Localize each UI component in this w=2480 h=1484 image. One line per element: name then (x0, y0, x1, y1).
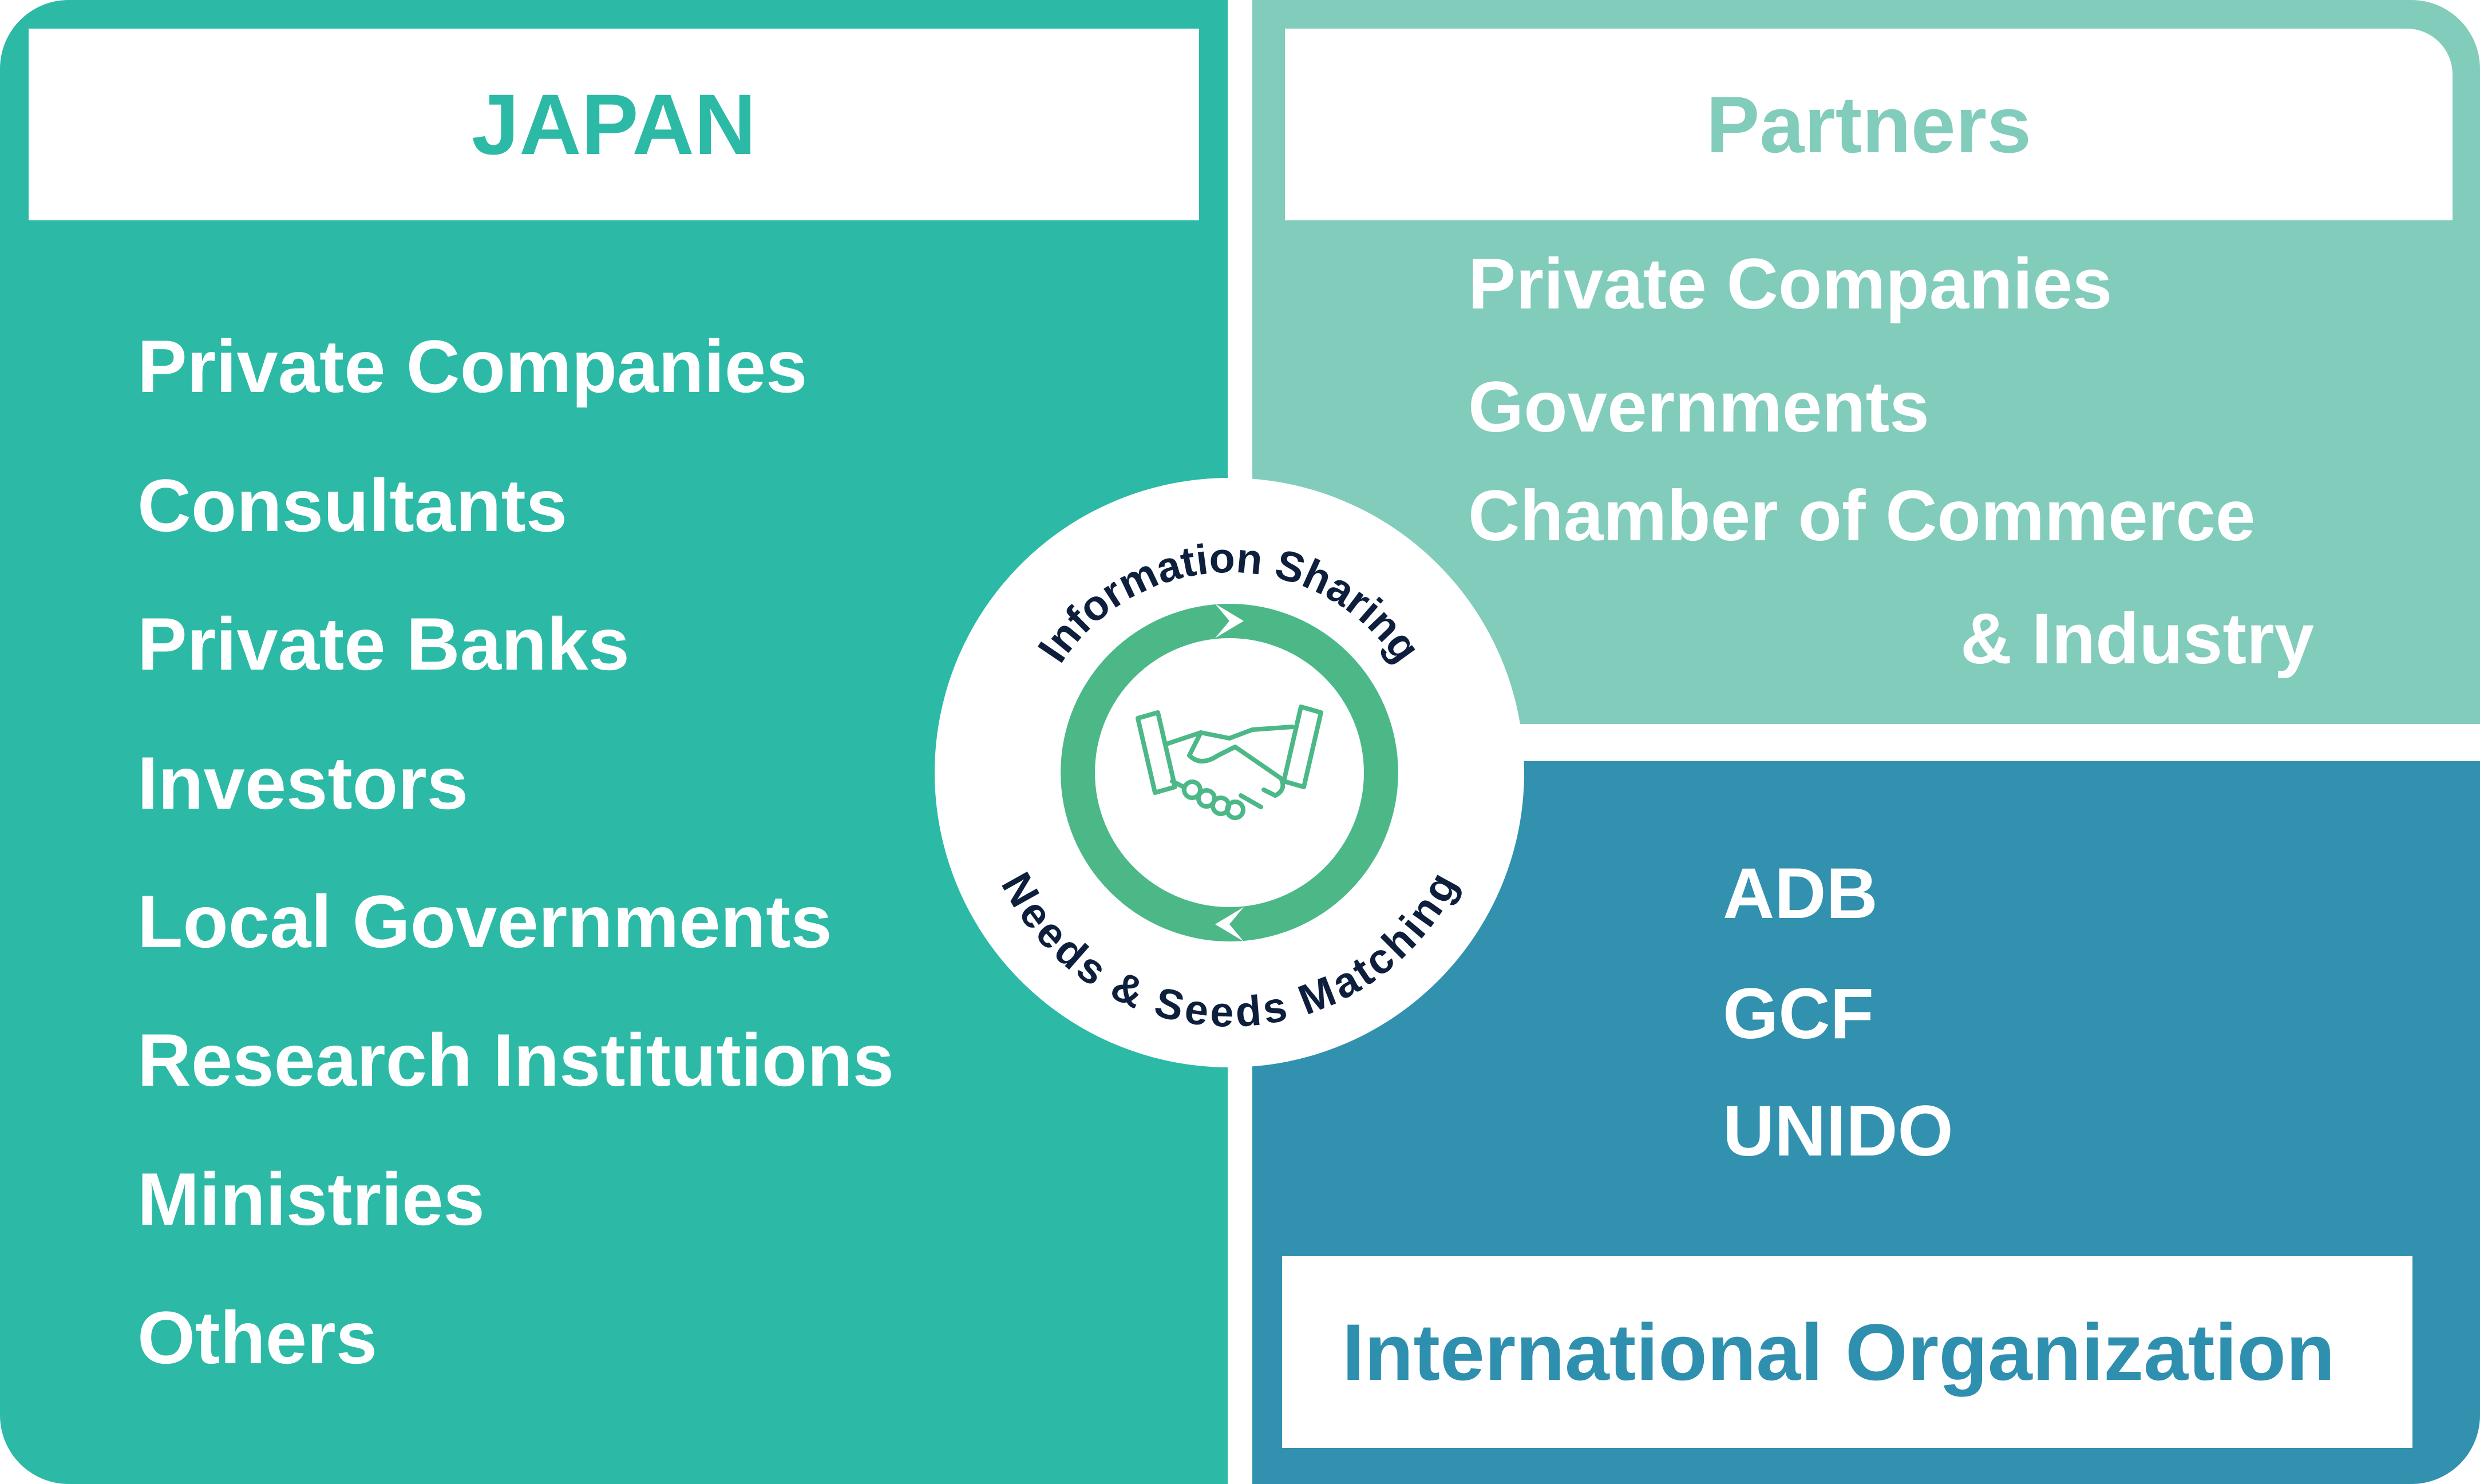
japan-item: Investors (137, 741, 469, 825)
international-item: GCF (1723, 974, 1874, 1054)
international-organization-title: International Organization (1342, 1307, 2335, 1397)
japan-item: Local Governments (137, 880, 832, 963)
international-organization-header: International Organization (1282, 1256, 2412, 1448)
partners-header: Partners (1285, 29, 2453, 220)
partners-title: Partners (1706, 79, 2032, 169)
japan-item: Ministries (137, 1157, 485, 1241)
japan-title: JAPAN (471, 76, 757, 172)
center-circle (935, 478, 1524, 1067)
international-item: UNIDO (1723, 1091, 1953, 1171)
japan-item: Research Institutions (137, 1018, 894, 1102)
partners-item: Private Companies (1468, 244, 2113, 324)
international-item: ADB (1723, 854, 1878, 933)
partners-item: Chamber of Commerce (1468, 476, 2256, 556)
japan-item: Private Banks (137, 602, 630, 686)
handshake-icon (1136, 705, 1323, 820)
partners-item: Governments (1468, 367, 1929, 447)
japan-header: JAPAN (29, 29, 1199, 220)
japan-item: Private Companies (137, 324, 808, 408)
partners-item: & Industry (1960, 599, 2315, 679)
japan-item: Consultants (137, 464, 568, 547)
japan-item: Others (137, 1296, 378, 1379)
cycle-arrows-icon (1061, 604, 1398, 941)
cycle-diagram: Information Sharing Needs & Seeds Matchi… (935, 478, 1524, 1067)
